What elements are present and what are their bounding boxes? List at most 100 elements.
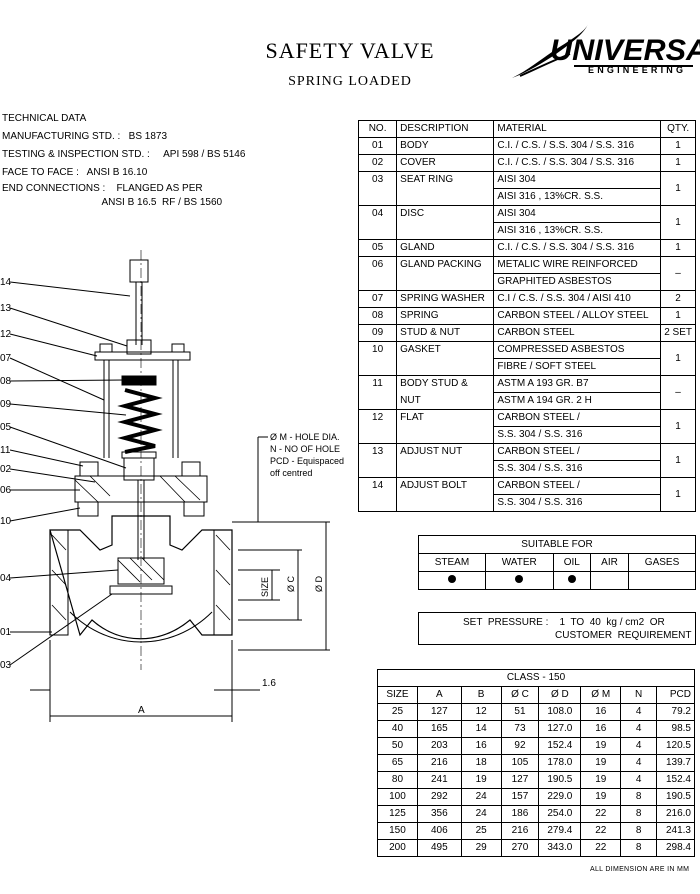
table-row: S.S. 304 / S.S. 316 xyxy=(359,494,696,512)
dimension-cell: 406 xyxy=(416,822,462,840)
dimension-cell: 14 xyxy=(460,720,502,738)
table-row: 13 ADJUST NUT CARBON STEEL / 1 xyxy=(357,443,696,478)
part-desc: BODY STUD & xyxy=(396,375,495,393)
set-pressure-box: SET PRESSURE : 1 TO 40 kg / cm2 OR CUSTO… xyxy=(418,612,696,645)
dimension-cell: 343.0 xyxy=(538,839,582,857)
part-material: ASTM A 193 GR. B7 xyxy=(493,375,662,393)
dimension-cell: 254.0 xyxy=(538,805,582,823)
part-material: C.I. / C.S. / S.S. 304 / S.S. 316 xyxy=(493,239,662,257)
company-logo: UNIVERSAL ENGINEERING xyxy=(510,20,700,80)
col-header: B xyxy=(460,686,502,704)
logo-wordmark: UNIVERSAL xyxy=(550,34,700,67)
dim-16-label: 1.6 xyxy=(262,678,276,689)
footnote: ALL DIMENSION ARE IN MM xyxy=(590,866,690,873)
page-subtitle: SPRING LOADED xyxy=(288,74,412,89)
dimension-cell: 19 xyxy=(580,754,622,772)
part-desc: DISC xyxy=(396,205,495,240)
part-material: CARBON STEEL / ALLOY STEEL xyxy=(493,307,662,325)
dimension-cell: 8 xyxy=(620,788,657,806)
col-header: Ø C xyxy=(500,686,540,704)
col-header: SIZE xyxy=(377,686,418,704)
part-desc: SPRING WASHER xyxy=(396,290,495,308)
logo-subtitle: ENGINEERING xyxy=(588,65,687,75)
filled-dot-icon xyxy=(447,575,456,583)
dimension-cell: 165 xyxy=(416,720,462,738)
part-material: CARBON STEEL / xyxy=(493,443,662,461)
dimension-cell: 150 xyxy=(377,822,418,840)
table-row: 12 FLAT CARBON STEEL / 1 xyxy=(357,409,696,444)
adjust-nut xyxy=(126,339,152,355)
dimension-cell: 40 xyxy=(377,720,418,738)
media-water: WATER xyxy=(484,553,554,572)
dimension-cell: 16 xyxy=(460,737,502,755)
part-no: 13 xyxy=(357,443,398,478)
dimension-cell: 127.0 xyxy=(538,720,582,738)
dimension-cell: 4 xyxy=(620,771,657,789)
part-label-10: 10 xyxy=(0,516,12,527)
dimension-cell: 127 xyxy=(500,771,540,789)
dimension-cell: 152.4 xyxy=(656,771,695,789)
part-label-02: 02 xyxy=(0,464,12,475)
dimension-cell: 200 xyxy=(377,839,418,857)
suitable-for-table: SUITABLE FOR STEAM WATER OIL AIR GASES xyxy=(418,535,696,590)
part-label-05: 05 xyxy=(0,422,12,433)
tech-line: TECHNICAL DATA xyxy=(2,113,87,124)
dimension-cell: 139.7 xyxy=(656,754,695,772)
dimension-cell: 127 xyxy=(416,703,462,721)
dimension-cell: 216 xyxy=(500,822,540,840)
part-label-13: 13 xyxy=(0,303,12,314)
part-qty: 1 xyxy=(660,205,696,240)
part-qty: 1 xyxy=(660,239,696,257)
part-qty: 1 xyxy=(660,477,696,512)
dimension-cell: 4 xyxy=(620,754,657,772)
table-row: 05 GLAND C.I. / C.S. / S.S. 304 / S.S. 3… xyxy=(357,239,696,257)
spring-washer-top xyxy=(121,375,157,386)
part-qty: 1 xyxy=(660,307,696,325)
dimension-cell: 24 xyxy=(460,805,502,823)
set-pressure-line: CUSTOMER REQUIREMENT xyxy=(555,630,692,641)
dimension-cell: 98.5 xyxy=(656,720,695,738)
dimension-cell: 120.5 xyxy=(656,737,695,755)
part-desc: GASKET xyxy=(396,341,495,376)
dimension-cell: 25 xyxy=(460,822,502,840)
part-desc: GLAND xyxy=(396,239,495,257)
gases-suitable-cell xyxy=(628,571,696,590)
dimension-cell: 190.5 xyxy=(656,788,695,806)
part-qty: 1 xyxy=(660,409,696,444)
dimension-cell: 279.4 xyxy=(538,822,582,840)
part-desc: SEAT RING xyxy=(396,171,495,206)
parts-header-row: NO. DESCRIPTION MATERIAL QTY. xyxy=(357,120,696,138)
col-header: N xyxy=(620,686,657,704)
dimension-cell: 292 xyxy=(416,788,462,806)
dimension-cell: 80 xyxy=(377,771,418,789)
dimension-cell: 73 xyxy=(500,720,540,738)
table-row: 02 COVER C.I. / C.S. / S.S. 304 / S.S. 3… xyxy=(357,154,696,172)
part-qty: – xyxy=(660,256,696,291)
dim-size-label: SIZE xyxy=(260,577,270,597)
part-label-01: 01 xyxy=(0,627,12,638)
dimension-table: CLASS - 150 SIZE A B Ø C Ø D Ø M N PCD 2… xyxy=(377,669,695,857)
filled-dot-icon xyxy=(567,575,576,583)
media-air: AIR xyxy=(589,553,630,572)
top-flat xyxy=(94,351,191,361)
table-row: NUT ASTM A 194 GR. 2 H xyxy=(359,392,696,410)
tech-line: TESTING & INSPECTION STD. : API 598 / BS… xyxy=(2,149,246,160)
dimension-cell: 50 xyxy=(377,737,418,755)
col-header: A xyxy=(416,686,462,704)
table-row: 07 SPRING WASHER C.I / C.S. / S.S. 304 /… xyxy=(357,290,696,308)
part-label-14: 14 xyxy=(0,277,12,288)
dimension-cell: 16 xyxy=(580,720,622,738)
table-row: 06 GLAND PACKING METALIC WIRE REINFORCED… xyxy=(357,256,696,291)
air-suitable-cell xyxy=(589,571,630,590)
dimension-cell: 8 xyxy=(620,805,657,823)
part-qty: 1 xyxy=(660,137,696,155)
part-desc: ADJUST BOLT xyxy=(396,477,495,512)
adjust-bolt-head xyxy=(129,259,149,283)
dimension-cell: 105 xyxy=(500,754,540,772)
part-desc: BODY xyxy=(396,137,495,155)
